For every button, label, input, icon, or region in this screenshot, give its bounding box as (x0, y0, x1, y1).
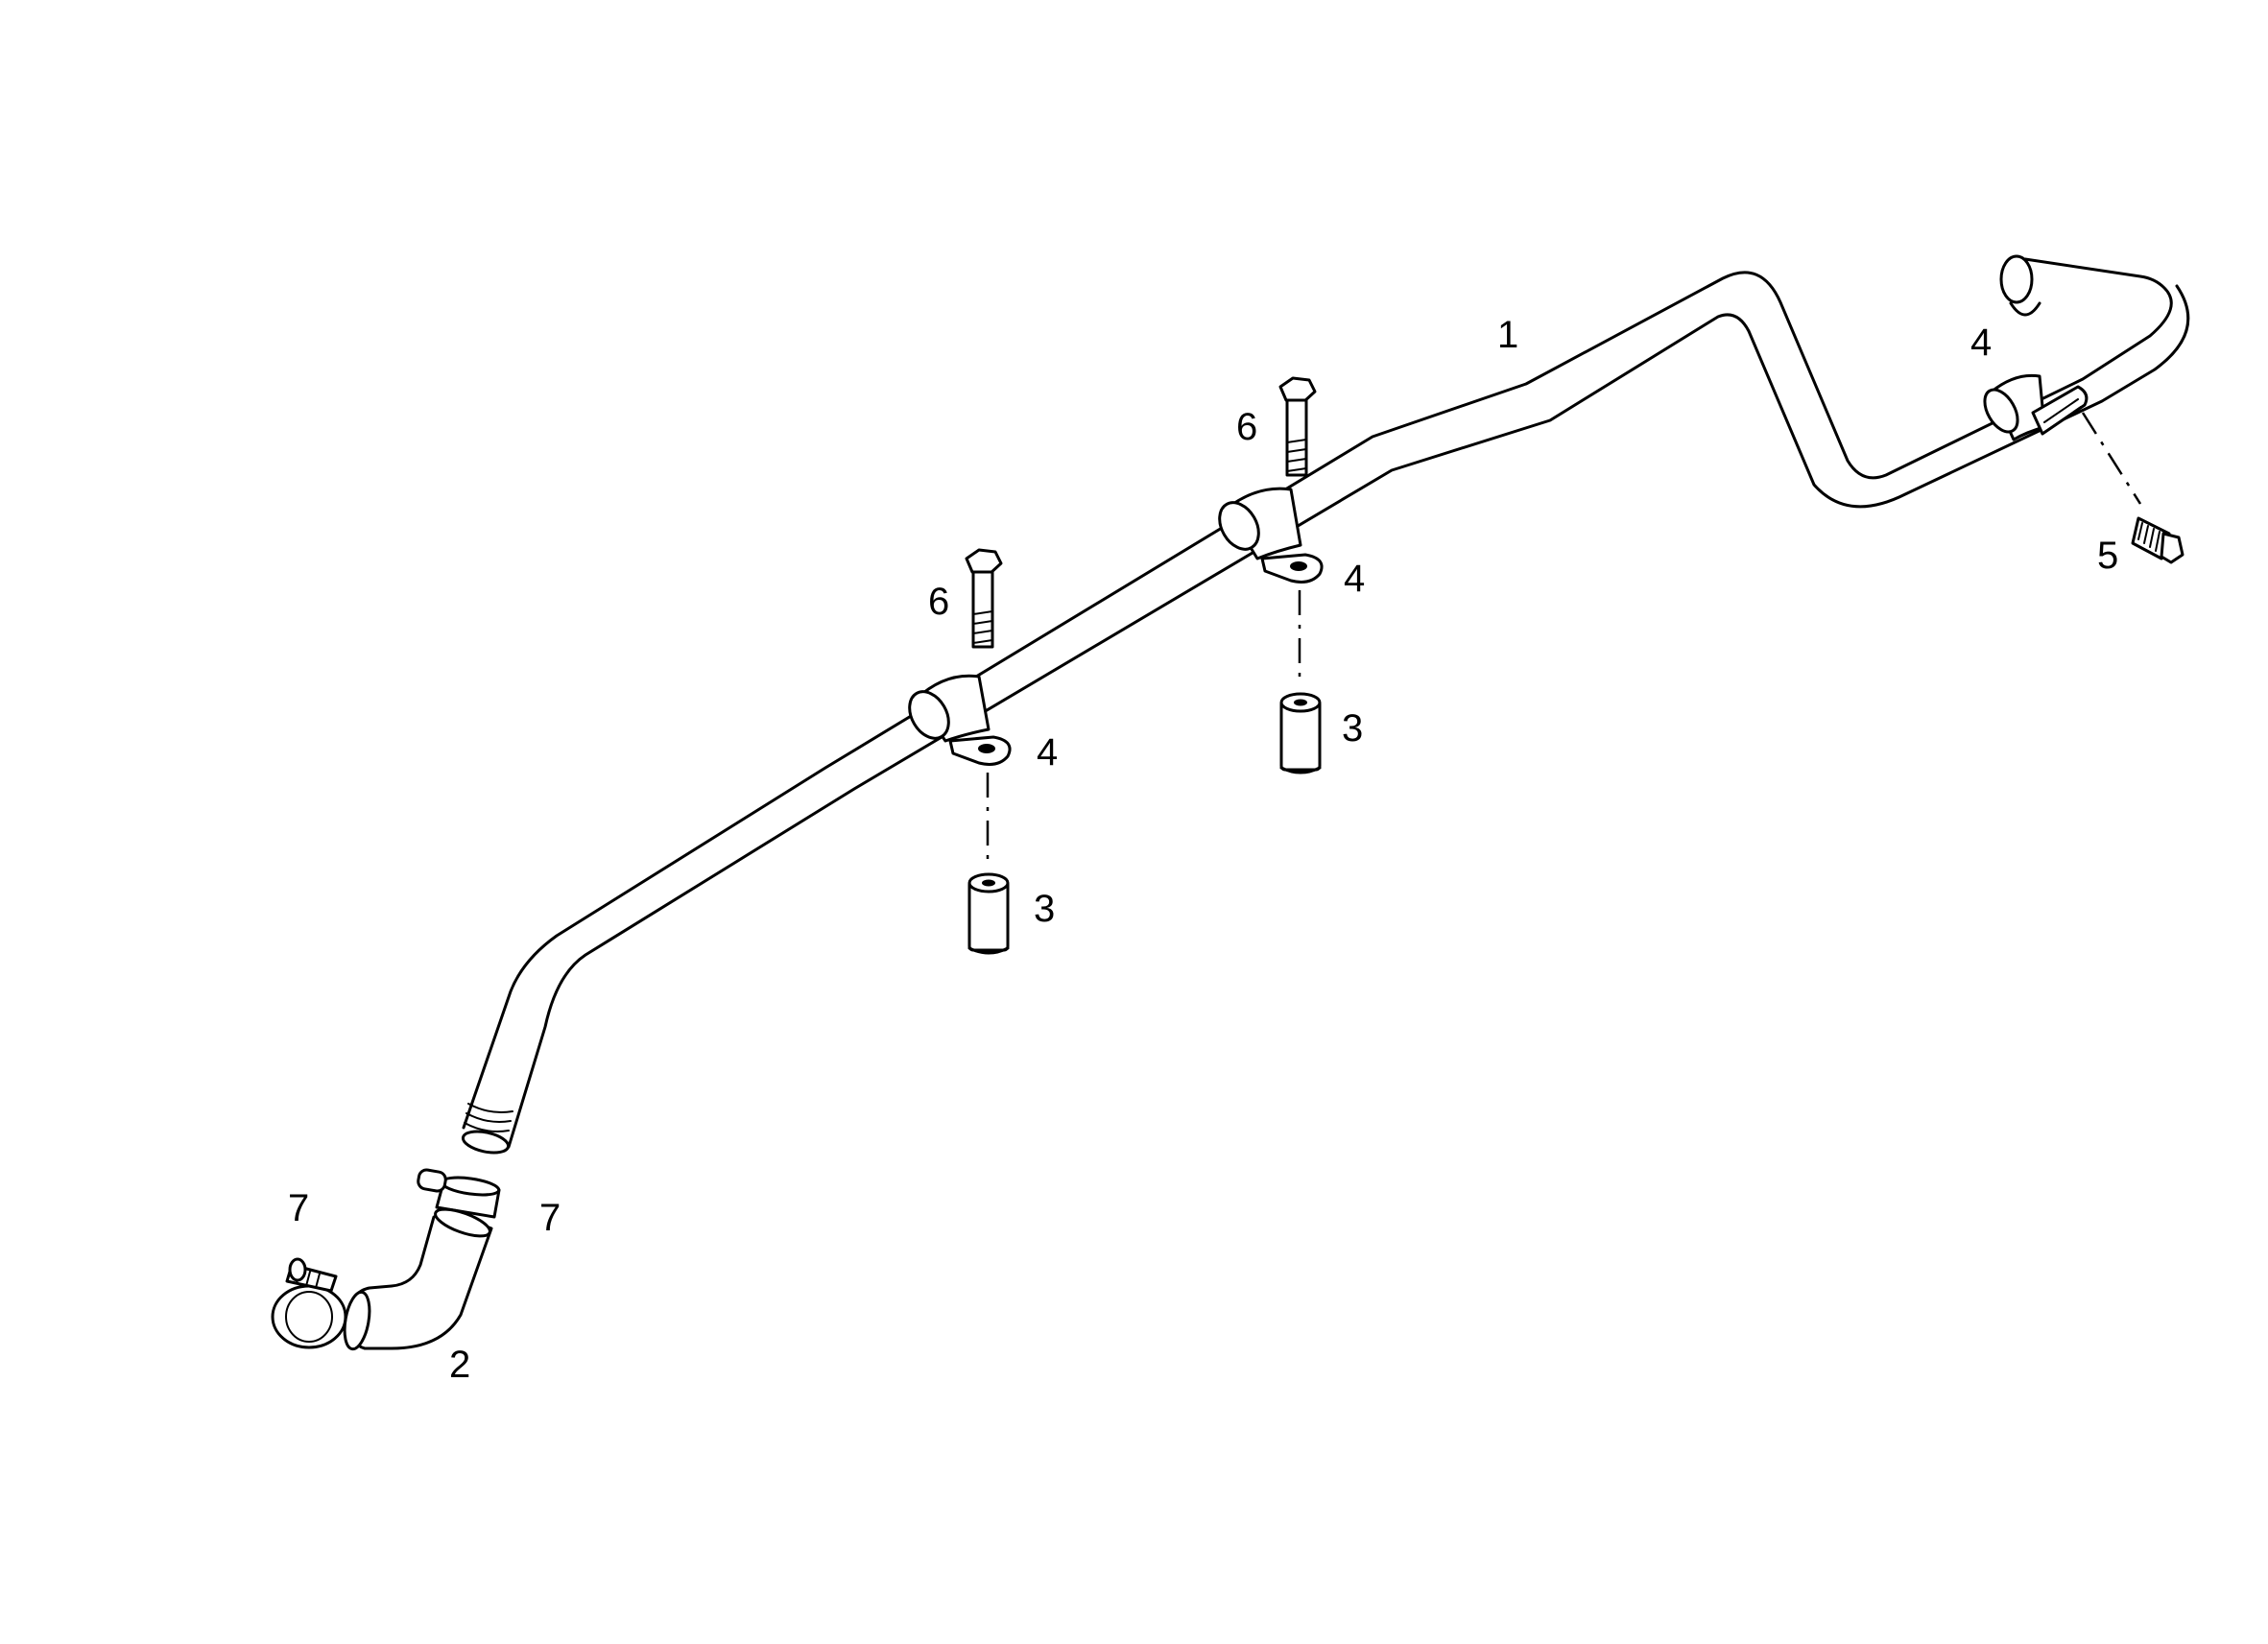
callout-hose-elbow: 2 (449, 1344, 470, 1386)
callout-bolt-right: 5 (2097, 535, 2118, 577)
hose-clamp-lower (271, 1257, 347, 1349)
callout-spacer-left: 3 (1034, 888, 1055, 930)
clamp-assembly-right: 4 5 (1970, 322, 2184, 577)
bolt-right (2131, 516, 2184, 564)
callout-hose-clamp-lower: 7 (288, 1187, 309, 1229)
callout-spacer-center: 3 (1342, 707, 1363, 750)
callout-hose-clamp-upper: 7 (539, 1197, 561, 1239)
main-pipe: 1 (461, 254, 2190, 1155)
callout-clamp-center: 4 (1344, 558, 1365, 600)
pipe-clamp-center (1218, 487, 1324, 584)
hose-elbow (343, 1207, 493, 1351)
spacer-left (967, 872, 1010, 955)
pipe-clamp-right (1983, 373, 2089, 441)
callout-pipe-main: 1 (1497, 314, 1518, 356)
clamp-assembly-left: 6 4 3 (908, 548, 1058, 955)
callout-clamp-left: 4 (1037, 731, 1058, 774)
bolt-center (1278, 376, 1317, 477)
spacer-center (1279, 692, 1322, 774)
hose-assembly: 7 7 2 (271, 1168, 561, 1386)
bolt-left (965, 548, 1003, 649)
pipe-clamp-left (908, 674, 1012, 766)
callout-clamp-right: 4 (1970, 322, 1992, 364)
clamp-assembly-center: 6 4 3 (1218, 376, 1365, 774)
callout-bolt-center: 6 (1236, 406, 1257, 448)
callout-bolt-left: 6 (928, 581, 949, 623)
hose-clamp-upper (417, 1168, 501, 1219)
